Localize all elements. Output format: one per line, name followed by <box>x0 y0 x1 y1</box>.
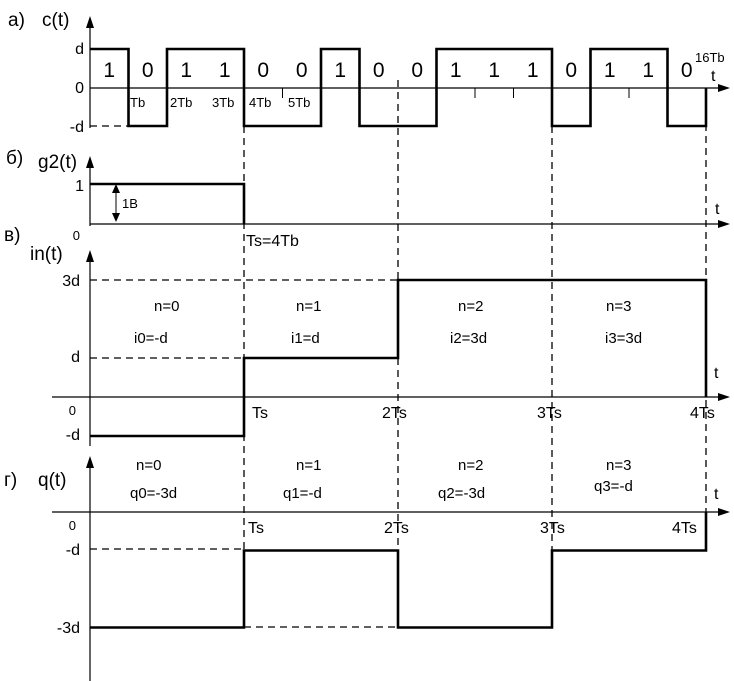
panel-d: г) q(t) 0 -d -3d Ts 2Ts 3Ts 4Ts n=0 n=1 … <box>4 456 730 681</box>
panel-b-label: б) <box>6 148 23 169</box>
panel-c-tick-3ts: 3Ts <box>537 405 562 422</box>
panel-a-tick-label: 5Tb <box>288 95 310 110</box>
panel-a-level-d: d <box>75 41 84 58</box>
panel-d-value-label: q2=-3d <box>438 485 485 502</box>
panel-c-value-label: i0=-d <box>134 330 168 347</box>
panel-c-tick-4ts: 4Ts <box>690 405 715 422</box>
symbol-boundary-guides <box>243 80 707 627</box>
panel-b: б) g2(t) 1 0 1B Ts=4Tb t <box>6 148 730 250</box>
panel-d-tick-4ts: 4Ts <box>672 520 697 537</box>
bit-label: 1 <box>103 59 115 82</box>
panel-c-y-arrow-icon <box>86 250 94 262</box>
panel-a-t-label: t <box>711 68 716 85</box>
panel-d-value-label: q3=-d <box>594 478 633 495</box>
panel-d-n-label: n=2 <box>458 457 483 474</box>
bit-label: 1 <box>488 59 500 82</box>
panel-c-tick-ts: Ts <box>252 405 268 422</box>
panel-d-n-label: n=1 <box>296 457 321 474</box>
panel-d-tick-2ts: 2Ts <box>384 520 409 537</box>
panel-d-label: г) <box>4 470 17 491</box>
panel-b-y-arrow-icon <box>86 156 94 168</box>
bit-label: 1 <box>334 59 346 82</box>
panel-a-x-arrow-icon <box>718 84 730 92</box>
panel-c-ylabel: in(t) <box>30 244 63 265</box>
panel-a-tick-label: Tb <box>130 95 145 110</box>
panel-a-ticks <box>282 88 630 98</box>
panel-c-level-minus-d: -d <box>66 427 80 444</box>
panel-c-level-3d: 3d <box>62 273 80 290</box>
panel-d-t-label: t <box>714 486 719 503</box>
panel-c-t-label: t <box>714 365 719 382</box>
panel-b-amp-label: 1B <box>122 196 138 211</box>
panel-a-y-arrow-icon <box>86 16 94 28</box>
bit-label: 0 <box>681 59 693 82</box>
panel-d-level-minus-3d: -3d <box>57 620 80 637</box>
panel-c-n-label: n=2 <box>458 298 483 315</box>
panel-b-amp-up-arrow-icon <box>112 184 120 193</box>
panel-c-x-arrow-icon <box>718 393 730 401</box>
panel-a-bits: 1 0 1 1 0 0 1 0 0 1 1 1 0 1 1 0 <box>103 59 692 82</box>
panel-a-tick-label: 2Tb <box>170 95 192 110</box>
panel-d-y-arrow-icon <box>86 456 94 468</box>
panel-b-x-arrow-icon <box>718 220 730 228</box>
panel-d-level-0: 0 <box>69 518 76 533</box>
panel-c-signal <box>90 278 708 438</box>
panel-a-label: а) <box>8 10 25 31</box>
panel-b-level-1: 1 <box>75 178 84 195</box>
bit-label: 0 <box>296 59 308 82</box>
panel-a: а) c(t) d 0 -d 1 0 1 1 0 0 1 0 0 1 1 1 0 1 1 0 Tb 2Tb 3… <box>8 10 730 136</box>
panel-a-end-label: 16Tb <box>695 50 725 65</box>
bit-label: 1 <box>642 59 654 82</box>
bit-label: 1 <box>219 59 231 82</box>
panel-d-value-label: q0=-3d <box>130 485 177 502</box>
panel-a-signal <box>90 47 708 128</box>
panel-b-ylabel: g2(t) <box>38 152 77 173</box>
bit-label: 1 <box>604 59 616 82</box>
panel-c-tick-2ts: 2Ts <box>382 405 407 422</box>
panel-c-level-0: 0 <box>69 403 76 418</box>
panel-c-label: в) <box>4 225 20 246</box>
panel-b-amp-down-arrow-icon <box>112 213 120 222</box>
panel-c-value-label: i2=3d <box>450 330 487 347</box>
panel-a-level-0: 0 <box>75 80 84 97</box>
bit-label: 1 <box>527 59 539 82</box>
panel-c-n-label: n=3 <box>606 298 631 315</box>
panel-c-value-label: i1=d <box>291 330 320 347</box>
bit-label: 0 <box>411 59 423 82</box>
panel-a-ylabel: c(t) <box>42 10 69 31</box>
panel-c-n-label: n=0 <box>154 298 179 315</box>
bit-label: 1 <box>180 59 192 82</box>
panel-d-n-label: n=0 <box>136 457 161 474</box>
bit-label: 1 <box>450 59 462 82</box>
panel-b-t-label: t <box>715 201 720 218</box>
panel-d-tick-ts: Ts <box>248 520 264 537</box>
panel-b-level-0: 0 <box>73 228 80 243</box>
panel-d-value-label: q1=-d <box>283 485 322 502</box>
panel-c: в) in(t) 3d d 0 -d Ts 2Ts 3Ts 4Ts n=0 n=… <box>4 225 730 446</box>
panel-c-n-label: n=1 <box>296 298 321 315</box>
panel-d-signal <box>90 512 708 629</box>
bit-label: 0 <box>142 59 154 82</box>
panel-a-level-minus-d: -d <box>70 119 84 136</box>
panel-d-x-arrow-icon <box>718 508 730 516</box>
panel-b-ts-label: Ts=4Tb <box>246 233 299 250</box>
panel-d-ylabel: q(t) <box>38 470 67 491</box>
panel-c-level-d: d <box>71 349 80 366</box>
panel-d-n-label: n=3 <box>606 457 631 474</box>
panel-b-pulse <box>90 182 246 224</box>
panel-a-tick-label: 4Tb <box>249 95 271 110</box>
bit-label: 0 <box>565 59 577 82</box>
panel-d-level-minus-d: -d <box>66 542 80 559</box>
bit-label: 0 <box>257 59 269 82</box>
panel-a-tick-label: 3Tb <box>212 95 234 110</box>
panel-c-value-label: i3=3d <box>605 330 642 347</box>
bit-label: 0 <box>373 59 385 82</box>
